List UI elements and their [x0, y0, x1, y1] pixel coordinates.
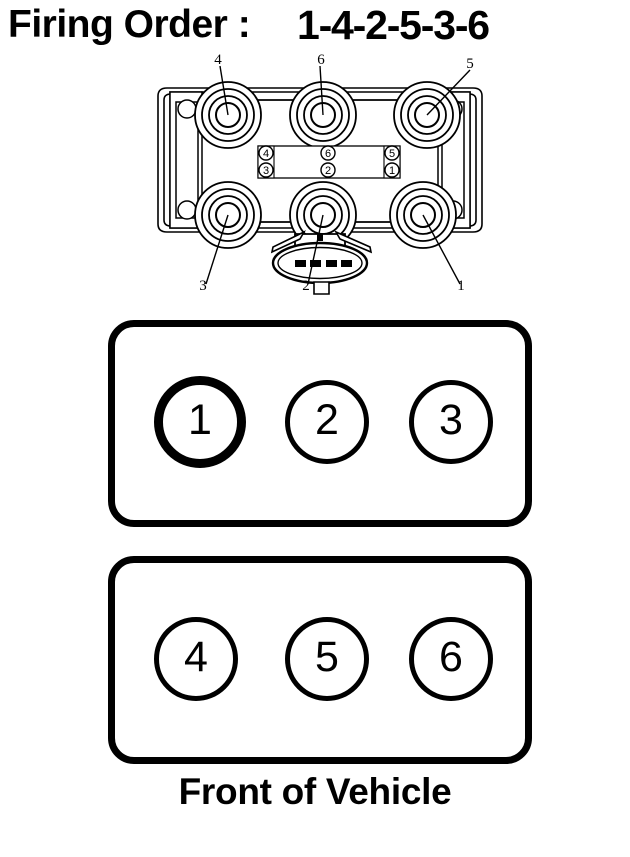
firing-order-label: Firing Order :: [8, 3, 251, 46]
cylinder-number-3: 3: [439, 395, 463, 444]
center-plate-bottom-0: 3: [263, 165, 269, 177]
cylinder-circle-6[interactable]: 6: [409, 617, 493, 701]
connector-pin-4: [341, 260, 352, 267]
connector-pin-3: [326, 260, 337, 267]
firing-order-sequence: 1-4-2-5-3-6: [297, 2, 490, 48]
page-title: Firing Order : 1-4-2-5-3-6: [0, 2, 630, 50]
center-plate-bottom-2: 1: [389, 165, 395, 177]
callout-bottom-center: 2: [302, 278, 310, 294]
center-plate-top-2: 5: [389, 148, 395, 160]
callout-bottom-right: 1: [457, 278, 465, 294]
cylinder-circle-4[interactable]: 4: [154, 617, 238, 701]
cylinder-circle-3[interactable]: 3: [409, 380, 493, 464]
center-plate-top-row: 4 6 5: [258, 145, 400, 161]
coil-center-plate: 4 6 5 3 2 1: [257, 145, 401, 179]
callout-top-left: 4: [214, 52, 222, 68]
cylinder-number-2: 2: [315, 395, 339, 444]
center-plate-top-1: 6: [325, 148, 331, 160]
cylinder-circle-5[interactable]: 5: [285, 617, 369, 701]
cylinder-number-1: 1: [188, 395, 212, 444]
center-plate-bottom-row: 3 2 1: [258, 162, 400, 178]
front-of-vehicle-label: Front of Vehicle: [178, 771, 452, 812]
cylinder-number-4: 4: [184, 632, 208, 681]
callout-top-center: 6: [317, 52, 325, 68]
ignition-coil-pack-illustration: 4 6 5 3 2 1: [140, 52, 500, 302]
center-plate-top-0: 4: [263, 148, 269, 160]
cylinder-bank-front: 1 2 3: [108, 320, 532, 527]
electrical-connector: [270, 230, 373, 295]
cylinder-number-5: 5: [315, 632, 339, 681]
cylinder-circle-1[interactable]: 1: [154, 376, 246, 468]
callout-bottom-left: 3: [199, 278, 207, 294]
callout-top-right: 5: [466, 56, 474, 72]
cylinder-circle-2[interactable]: 2: [285, 380, 369, 464]
cylinder-bank-rear: 4 5 6: [108, 556, 532, 764]
center-plate-bottom-1: 2: [325, 165, 331, 177]
cylinder-number-6: 6: [439, 632, 463, 681]
connector-pin-2: [310, 260, 321, 267]
connector-pin-1: [295, 260, 306, 267]
